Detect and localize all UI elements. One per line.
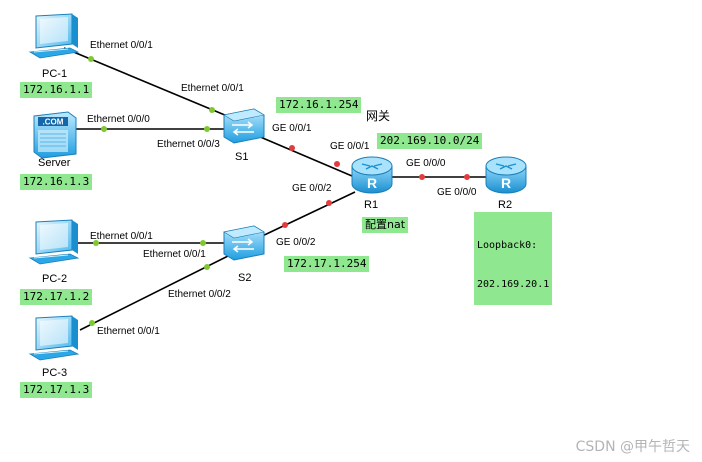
switch-s2-icon[interactable] xyxy=(223,225,265,261)
pc-2-icon[interactable] xyxy=(28,219,80,265)
port-dot xyxy=(93,240,99,246)
port-dot xyxy=(204,264,210,270)
watermark: CSDN @甲午哲天 xyxy=(575,439,690,455)
port-label-r1-ge001: GE 0/0/1 xyxy=(330,141,370,152)
s1-name: S1 xyxy=(235,151,248,163)
server-ip: 172.16.1.3 xyxy=(20,174,93,190)
r2-name: R2 xyxy=(498,199,512,211)
pc-2-name: PC-2 xyxy=(42,273,67,285)
router-r2-icon[interactable]: R xyxy=(485,156,527,194)
port-dot xyxy=(419,174,425,180)
server-icon[interactable]: .COM xyxy=(33,111,77,159)
pc-3-icon[interactable] xyxy=(28,315,80,361)
server-badge-text: .COM xyxy=(43,118,64,127)
gateway-1-ip: 172.16.1.254 xyxy=(276,97,362,113)
server-badge xyxy=(38,117,68,126)
r1-nat-note: 配置nat xyxy=(362,217,409,233)
link-r1-s2 xyxy=(257,191,356,239)
server-name: Server xyxy=(38,157,71,169)
router-r1-glyph: R xyxy=(367,175,377,191)
port-label-pc2-eth: Ethernet 0/0/1 xyxy=(90,231,153,242)
r1-name: R1 xyxy=(364,199,378,211)
port-dot xyxy=(282,222,288,228)
port-label-pc3-eth: Ethernet 0/0/1 xyxy=(97,326,160,337)
port-dot xyxy=(209,107,215,113)
gateway-1-note: 网关 xyxy=(366,109,391,123)
port-dot xyxy=(200,240,206,246)
port-dot xyxy=(289,145,295,151)
port-label-s1-eth003: Ethernet 0/0/3 xyxy=(157,139,220,150)
r2-loopback-label: Loopback0: 202.169.20.1 xyxy=(474,212,553,305)
switch-s1-icon[interactable] xyxy=(223,108,265,144)
pc-2-ip: 172.17.1.2 xyxy=(20,289,93,305)
port-dot xyxy=(334,161,340,167)
pc-3-ip: 172.17.1.3 xyxy=(20,382,93,398)
port-label-s1-ge001: GE 0/0/1 xyxy=(272,123,312,134)
link-s1-r1 xyxy=(257,135,353,177)
port-label-s2-eth001: Ethernet 0/0/1 xyxy=(143,249,206,260)
port-dot xyxy=(464,174,470,180)
r2-loopback-line-1: Loopback0: xyxy=(477,240,538,251)
port-dot xyxy=(101,126,107,132)
port-label-server-eth: Ethernet 0/0/0 xyxy=(87,114,150,125)
port-label-r1-ge002: GE 0/0/2 xyxy=(292,183,332,194)
router-r1-icon[interactable]: R xyxy=(351,156,393,194)
port-dot xyxy=(89,320,95,326)
pc-1-name: PC-1 xyxy=(42,68,67,80)
port-label-s1-eth001: Ethernet 0/0/1 xyxy=(181,83,244,94)
links xyxy=(63,47,486,331)
port-label-r1-ge000: GE 0/0/0 xyxy=(406,158,446,169)
port-label-r2-ge000: GE 0/0/0 xyxy=(437,187,477,198)
port-label-pc1-eth: Ethernet 0/0/1 xyxy=(90,40,153,51)
s2-name: S2 xyxy=(238,272,251,284)
pc-3-name: PC-3 xyxy=(42,367,67,379)
pc-1-icon[interactable] xyxy=(28,13,80,59)
gateway-2-ip: 172.17.1.254 xyxy=(284,256,370,272)
port-label-s2-ge002: GE 0/0/2 xyxy=(276,237,316,248)
pc-1-ip: 172.16.1.1 xyxy=(20,82,93,98)
port-dot xyxy=(88,56,94,62)
r2-loopback-line-2: 202.169.20.1 xyxy=(477,279,550,290)
router-r2-glyph: R xyxy=(501,175,511,191)
r1-wan-network: 202.169.10.0/24 xyxy=(377,133,483,149)
port-label-s2-eth002: Ethernet 0/0/2 xyxy=(168,289,231,300)
port-dot xyxy=(204,126,210,132)
port-dot xyxy=(326,200,332,206)
port-dots xyxy=(88,56,470,326)
